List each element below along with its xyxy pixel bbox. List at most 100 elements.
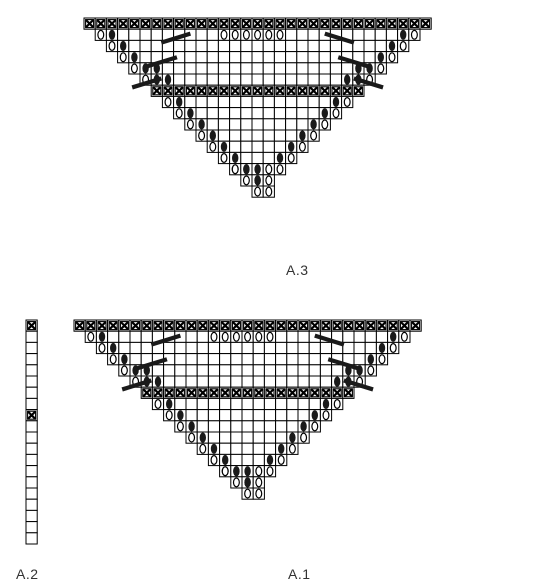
chart-cell <box>25 375 38 388</box>
x-box-icon <box>332 388 342 398</box>
chart-cell <box>118 330 131 343</box>
x-box-icon <box>411 321 421 331</box>
chart-cell <box>297 364 310 377</box>
chart-cell <box>319 375 333 388</box>
x-box-icon <box>353 19 363 29</box>
chart-cell <box>353 353 366 366</box>
open-oval-icon <box>399 40 407 51</box>
chart-cell <box>185 409 198 422</box>
x-box-icon <box>299 388 308 397</box>
chart-cell <box>251 129 264 142</box>
chart-cell <box>241 397 254 411</box>
chart-cell <box>252 453 265 467</box>
x-box-icon <box>152 19 161 28</box>
diagonal-bar-icon <box>343 378 374 392</box>
x-box-icon <box>85 19 95 29</box>
chart-cell <box>296 118 309 131</box>
chart-cell <box>174 397 187 411</box>
chart-cell <box>296 73 309 86</box>
chart-cell <box>286 420 299 433</box>
chart-cell <box>240 62 253 75</box>
chart-cell <box>163 341 176 355</box>
chart-cell <box>240 39 253 53</box>
chart-cell <box>262 62 275 75</box>
filled-oval-icon <box>232 152 239 164</box>
chart-cell <box>229 140 242 153</box>
x-box-icon <box>209 321 219 331</box>
chart-cell <box>25 431 38 444</box>
filled-oval-icon <box>300 421 307 432</box>
chart-cell <box>286 330 299 343</box>
x-box-icon <box>310 321 319 330</box>
x-box-icon <box>253 86 263 96</box>
chart-cell <box>195 95 208 109</box>
chart-cell <box>229 118 242 131</box>
chart-cell <box>286 364 299 377</box>
chart-cell <box>25 397 38 411</box>
x-box-icon <box>174 86 184 96</box>
x-box-icon <box>399 19 408 28</box>
chart-cell <box>262 73 275 86</box>
x-box-icon <box>275 86 285 95</box>
chart-cell <box>229 73 242 86</box>
chart-cell <box>297 330 310 343</box>
x-box-icon <box>243 388 253 398</box>
filled-oval-icon <box>366 63 373 74</box>
chart-cell <box>206 28 219 41</box>
x-box-icon <box>286 86 296 96</box>
chart-cell <box>296 51 309 64</box>
open-oval-icon <box>198 130 206 141</box>
chart-cell <box>219 353 232 366</box>
chart-cell <box>374 39 387 53</box>
x-box-icon <box>164 388 174 398</box>
chart-cell <box>275 397 288 411</box>
x-box-icon <box>320 86 329 95</box>
chart-cell <box>263 420 277 433</box>
open-oval-icon <box>288 443 296 454</box>
x-box-icon <box>243 321 253 331</box>
x-box-icon <box>264 19 273 28</box>
chart-cell <box>150 28 163 41</box>
chart-cell <box>241 453 254 467</box>
filled-oval-icon <box>243 164 250 175</box>
chart-cell <box>129 330 142 343</box>
chart-cell <box>195 39 208 53</box>
chart-cell <box>273 107 287 120</box>
open-oval-icon <box>311 421 319 432</box>
chart-cell <box>307 107 320 120</box>
x-box-icon <box>321 321 331 330</box>
chart-cell <box>252 375 265 388</box>
chart-cell <box>196 364 209 377</box>
open-oval-icon <box>119 52 127 63</box>
x-box-icon <box>186 86 195 95</box>
chart-label-a1: A.1 <box>288 566 311 582</box>
chart-cell <box>285 39 298 53</box>
open-oval-icon <box>254 186 262 197</box>
x-box-icon <box>27 321 37 331</box>
x-box-icon <box>230 86 240 96</box>
x-box-icon <box>232 321 241 330</box>
chart-cell <box>273 39 287 53</box>
chart-cell <box>364 341 377 355</box>
chart-cell <box>285 73 298 86</box>
diagonal-bar-icon <box>160 31 192 45</box>
x-box-icon <box>231 321 241 331</box>
chart-cell <box>25 386 38 399</box>
chart-cell <box>251 62 264 75</box>
chart-cell <box>217 39 231 53</box>
chart-cell <box>206 118 219 131</box>
open-oval-icon <box>176 421 184 432</box>
chart-cell <box>363 28 376 41</box>
x-box-icon <box>175 321 185 331</box>
x-box-icon <box>75 321 84 330</box>
filled-oval-icon <box>210 443 218 454</box>
x-box-icon <box>309 19 319 29</box>
x-box-icon <box>355 321 365 331</box>
x-box-icon <box>332 321 342 331</box>
x-box-icon <box>287 86 296 95</box>
chart-cell <box>219 375 232 388</box>
x-box-icon <box>185 19 195 29</box>
chart-cell <box>217 118 231 131</box>
chart-cell <box>308 397 321 411</box>
filled-oval-icon <box>334 376 341 387</box>
